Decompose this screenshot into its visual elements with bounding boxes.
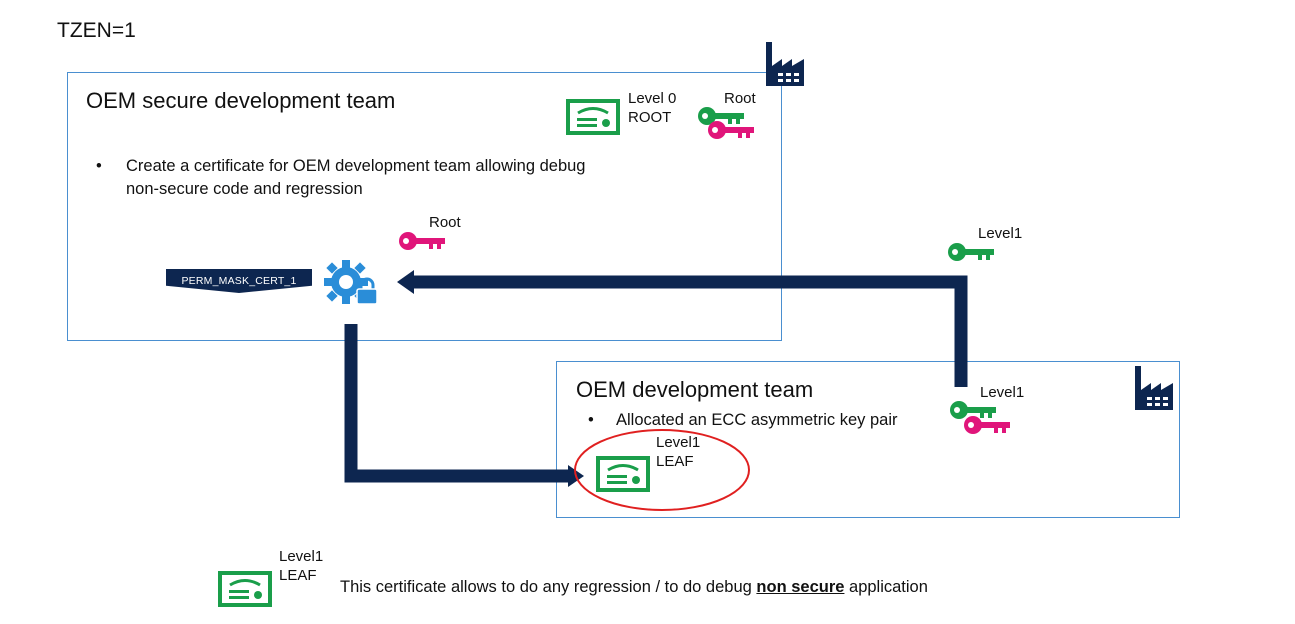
- dev-keypair-label: Level1: [980, 384, 1025, 401]
- dev-team-box: [556, 361, 1180, 518]
- leaf-cert-level: Level1: [656, 434, 701, 451]
- dev-team-title: OEM development team: [576, 377, 814, 402]
- root-cert-level: Level 0: [628, 90, 677, 107]
- pink-key-icon: [708, 121, 754, 139]
- signing-pink-key-icon: [399, 232, 445, 250]
- legend-cert-level: Level1: [279, 548, 324, 565]
- gear-lock-icon: [324, 260, 378, 305]
- bullet-dot: •: [588, 411, 594, 429]
- legend-note-start: This certificate allows to do any regres…: [340, 578, 757, 596]
- legend-certificate-icon: [218, 571, 272, 607]
- dev-team-bullet: Allocated an ECC asymmetric key pair: [616, 411, 898, 429]
- green-key-icon: [950, 401, 996, 419]
- legend-note: This certificate allows to do any regres…: [340, 578, 928, 597]
- green-key-icon: [698, 107, 744, 125]
- page-title: TZEN=1: [57, 19, 136, 42]
- root-certificate-icon: [566, 99, 620, 135]
- secure-team-box: [67, 72, 782, 341]
- leaf-cert-type: LEAF: [656, 453, 694, 470]
- signing-key-label: Root: [429, 214, 461, 231]
- legend-cert-type: LEAF: [279, 567, 317, 584]
- highlight-ellipse: [574, 429, 750, 511]
- secure-team-title: OEM secure development team: [86, 88, 396, 113]
- public-green-key-icon: [948, 243, 994, 261]
- legend-note-emphasis: non secure: [756, 578, 845, 596]
- root-keypair-label: Root: [724, 90, 756, 107]
- secure-team-bullet-line1: Create a certificate for OEM development…: [126, 157, 586, 175]
- bullet-dot: •: [96, 157, 102, 175]
- pink-key-icon: [964, 416, 1010, 434]
- factory-icon: [1135, 366, 1173, 410]
- leaf-certificate-icon: [596, 456, 650, 492]
- secure-team-bullet-line2: non-secure code and regression: [126, 180, 363, 198]
- factory-icon: [766, 42, 804, 86]
- root-cert-type: ROOT: [628, 109, 672, 126]
- public-key-label: Level1: [978, 225, 1023, 242]
- legend-note-end: application: [844, 578, 928, 596]
